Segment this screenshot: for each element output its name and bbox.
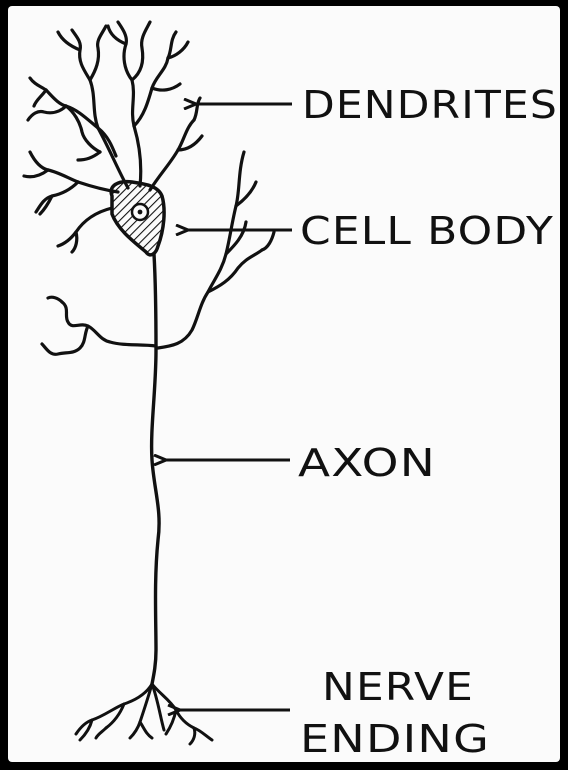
- dendrites-label: DENDRITES: [302, 83, 558, 127]
- nucleolus: [138, 210, 143, 215]
- axon-label: AXON: [298, 441, 436, 485]
- labels: DENDRITES CELL BODY AXON NERVE ENDING: [298, 83, 558, 761]
- axon: [152, 254, 160, 684]
- nerve-ending: [76, 684, 212, 744]
- nerve-ending-label-line2: ENDING: [300, 717, 490, 761]
- nerve-ending-label-line1: NERVE: [322, 665, 474, 709]
- cell-body-label: CELL BODY: [300, 209, 554, 253]
- cell-body: [111, 182, 164, 255]
- label-arrows: [166, 104, 292, 710]
